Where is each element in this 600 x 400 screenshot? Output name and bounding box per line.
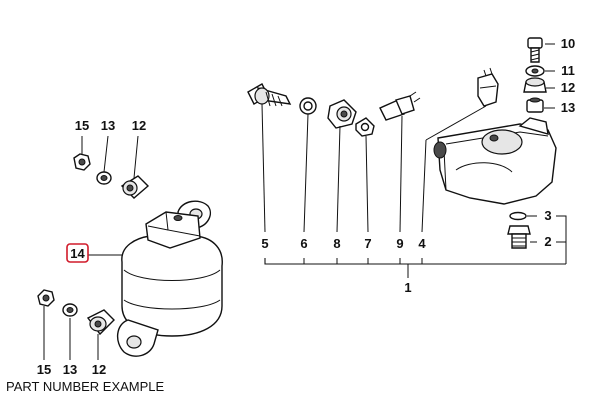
label-15-bottom[interactable]: 15 <box>37 362 51 377</box>
label-15-top[interactable]: 15 <box>75 118 89 133</box>
label-12-right[interactable]: 12 <box>561 80 575 95</box>
leader-8 <box>336 125 341 233</box>
label-1[interactable]: 1 <box>404 280 411 295</box>
caption-part-number-example: PART NUMBER EXAMPLE <box>6 379 165 394</box>
part-4-switch[interactable] <box>477 67 499 107</box>
highlight-box-14 <box>66 243 89 263</box>
part-7-sealing-ring[interactable] <box>355 117 375 137</box>
label-4[interactable]: 4 <box>418 236 426 251</box>
label-2[interactable]: 2 <box>544 234 551 249</box>
part-13-sleeve[interactable] <box>526 97 544 113</box>
label-11[interactable]: 11 <box>561 63 575 78</box>
part-15-nut-top[interactable] <box>73 153 91 171</box>
assembly-bracket <box>264 258 566 265</box>
part-12-bushing-top[interactable] <box>120 175 150 199</box>
label-12-bottom[interactable]: 12 <box>92 362 106 377</box>
label-13-right[interactable]: 13 <box>561 100 575 115</box>
label-8[interactable]: 8 <box>333 236 340 251</box>
leader-4-diag <box>425 105 487 141</box>
leader-9 <box>399 115 403 233</box>
leader-12-top <box>133 135 139 179</box>
part-15-nut-bottom[interactable] <box>37 289 55 307</box>
part-10-bolt[interactable] <box>527 37 543 63</box>
label-3[interactable]: 3 <box>544 208 551 223</box>
leader-13-top <box>103 135 109 173</box>
label-7[interactable]: 7 <box>364 236 371 251</box>
label-5[interactable]: 5 <box>261 236 268 251</box>
part-9-pressure-sensor[interactable] <box>379 91 421 121</box>
label-6[interactable]: 6 <box>300 236 307 251</box>
leader-6 <box>303 113 309 233</box>
part-6-sealing-ring[interactable] <box>299 97 317 115</box>
part-5-banjo-bolt[interactable] <box>247 83 292 107</box>
leader-7 <box>365 135 369 233</box>
part-12-grommet[interactable] <box>523 77 547 93</box>
part-3-o-ring[interactable] <box>509 211 527 221</box>
label-10[interactable]: 10 <box>561 36 575 51</box>
part-14-accumulator[interactable] <box>117 200 223 357</box>
label-14[interactable]: 14 <box>70 246 85 261</box>
part-1-housing[interactable] <box>433 117 557 205</box>
part-11-washer[interactable] <box>525 65 545 77</box>
part-13-washer-bottom[interactable] <box>62 303 78 317</box>
label-12-top[interactable]: 12 <box>132 118 146 133</box>
part-8-union[interactable] <box>327 99 357 129</box>
leader-4 <box>421 139 427 233</box>
leader-5 <box>261 103 266 233</box>
label-13-top[interactable]: 13 <box>101 118 115 133</box>
part-13-washer-top[interactable] <box>96 171 112 185</box>
part-12-bushing-bottom[interactable] <box>86 309 115 336</box>
part-2-fitting[interactable] <box>507 225 531 249</box>
label-13-bottom[interactable]: 13 <box>63 362 77 377</box>
label-9[interactable]: 9 <box>396 236 403 251</box>
leader-3-bracket <box>556 215 567 264</box>
